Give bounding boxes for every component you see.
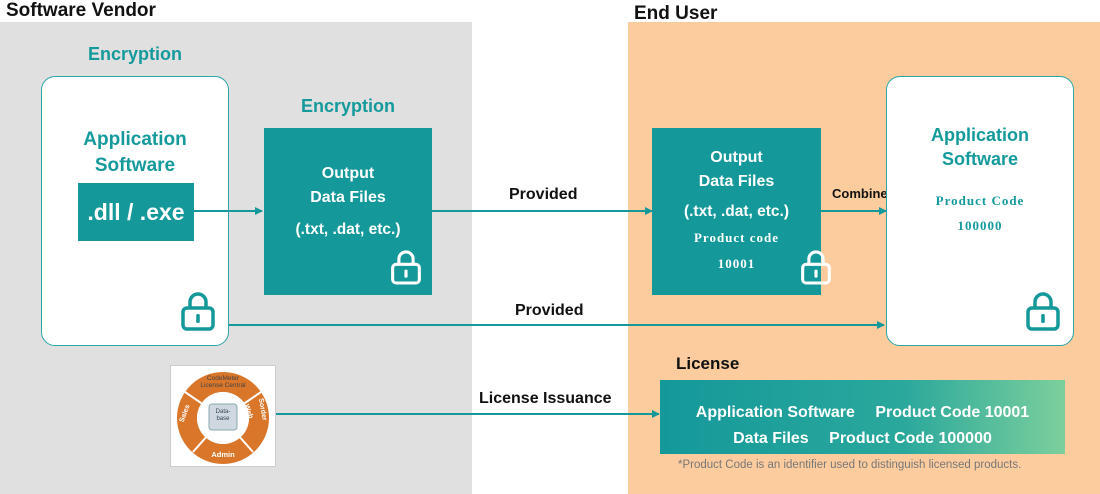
- license-box: Application Software Product Code 10001 …: [660, 380, 1065, 454]
- lock-icon: [391, 250, 421, 285]
- codemeter-database-line2: base: [216, 416, 230, 422]
- user-app-product-code-value: 100000: [957, 218, 1003, 233]
- license-issuance-label: License Issuance: [479, 390, 612, 407]
- license-row-app: Application Software Product Code 10001: [695, 404, 1030, 421]
- user-data-files-box: Output Data Files (.txt, .dat, etc.) Pro…: [652, 128, 831, 295]
- provided-data-label: Provided: [509, 186, 578, 203]
- combine-label: Combine: [832, 186, 888, 201]
- vendor-app-title-line1: Application: [83, 129, 187, 150]
- codemeter-database-line1: Data-: [215, 409, 231, 415]
- vendor-data-line3: (.txt, .dat, etc.): [295, 221, 401, 238]
- vendor-app-title-line2: Software: [94, 155, 176, 176]
- license-label: License: [676, 354, 740, 373]
- user-data-product-code-value: 10001: [717, 256, 756, 271]
- codemeter-license-central: CodeMeter License Central Data- base Sal…: [170, 365, 276, 467]
- vendor-heading: Software Vendor: [6, 0, 156, 21]
- vendor-data-line2: Data Files: [310, 189, 386, 206]
- user-app-title-line2: Software: [941, 149, 1019, 169]
- user-app-card: Application Software Product Code 100000: [886, 76, 1074, 346]
- user-data-line2: Data Files: [698, 173, 775, 190]
- user-data-line1: Output: [710, 149, 763, 166]
- encryption-label-top: Encryption: [87, 44, 182, 64]
- end-user-heading: End User: [634, 3, 718, 24]
- license-row-data: Data Files Product Code 100000: [733, 430, 992, 447]
- user-app-product-code-label: Product Code: [935, 193, 1025, 208]
- codemeter-diagram-icon: [177, 372, 269, 464]
- provided-app-label: Provided: [515, 302, 584, 319]
- codemeter-admin-label: Admin: [211, 450, 235, 459]
- vendor-data-files-box: Output Data Files (.txt, .dat, etc.): [264, 128, 432, 295]
- codemeter-title-line1: CodeMeter: [206, 375, 240, 382]
- lock-icon: [801, 250, 831, 285]
- product-code-footnote: *Product Code is an identifier used to d…: [678, 459, 1022, 471]
- user-app-title-line1: Application: [931, 125, 1029, 145]
- encryption-label-mid: Encryption: [300, 96, 395, 116]
- lock-icon: [1026, 292, 1060, 331]
- dll-exe-box: .dll / .exe: [78, 183, 194, 241]
- lock-icon: [181, 292, 215, 331]
- vendor-data-line1: Output: [321, 165, 375, 182]
- user-data-line3: (.txt, .dat, etc.): [683, 203, 790, 220]
- codemeter-title-line2: License Central: [200, 382, 246, 389]
- user-data-product-code-label: Product code: [693, 230, 780, 245]
